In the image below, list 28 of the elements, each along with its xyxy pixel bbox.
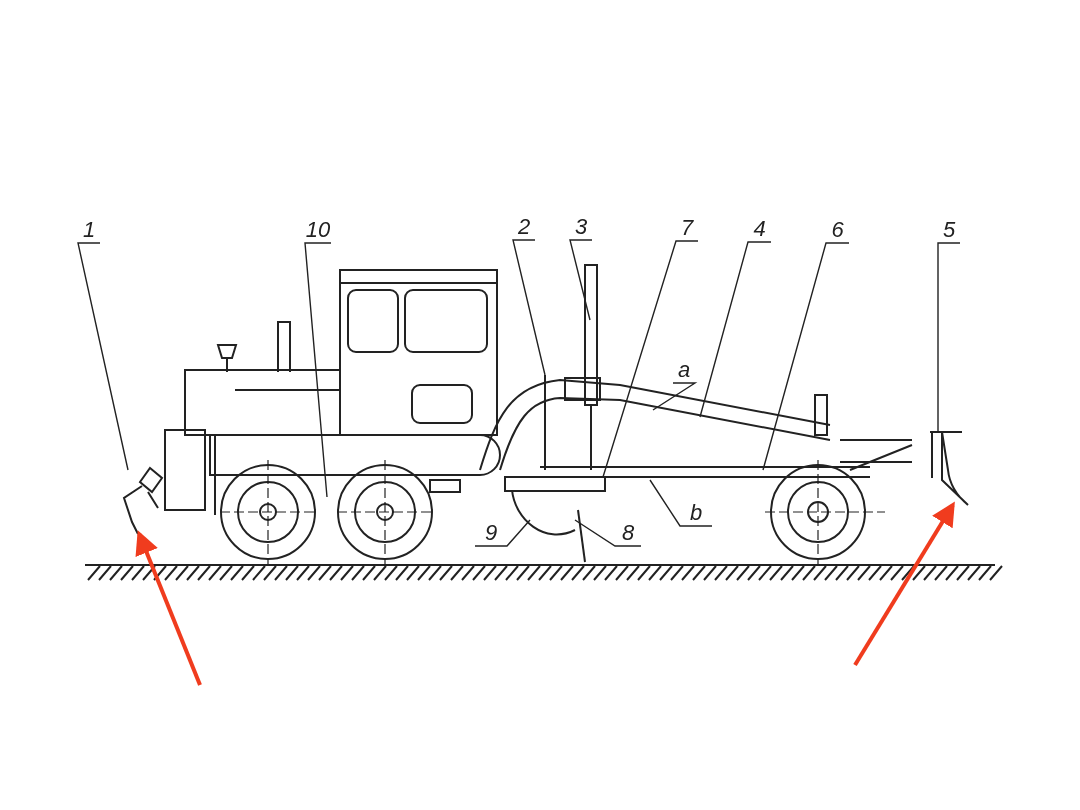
leader-line (569, 239, 593, 321)
callout-number: 1 (78, 219, 100, 241)
leader-line (602, 240, 699, 478)
ripper (122, 467, 164, 535)
callout-number: 9 (475, 522, 507, 544)
leader-line (762, 242, 850, 471)
callout-number: 3 (570, 216, 592, 238)
callout-number: 6 (826, 219, 849, 241)
callout-number: 5 (938, 219, 960, 241)
leader-line (699, 241, 772, 418)
leader-line (77, 242, 129, 471)
callout-number: a (673, 359, 695, 381)
dozer-blade (929, 431, 969, 506)
leader-line (304, 242, 332, 498)
callout-number: 7 (676, 217, 698, 239)
arrow (135, 530, 202, 686)
leader-line (474, 519, 531, 547)
callout-number: 10 (305, 219, 331, 241)
callout-number: b (680, 502, 712, 524)
leader-line (574, 519, 642, 547)
callout-number: 8 (615, 522, 641, 544)
callout-number: 2 (513, 216, 535, 238)
arrow (853, 501, 955, 667)
leader-line (512, 239, 546, 376)
leader-line (649, 479, 713, 527)
leader-line (652, 382, 698, 411)
callout-number: 4 (748, 218, 771, 240)
leader-line (937, 242, 961, 433)
